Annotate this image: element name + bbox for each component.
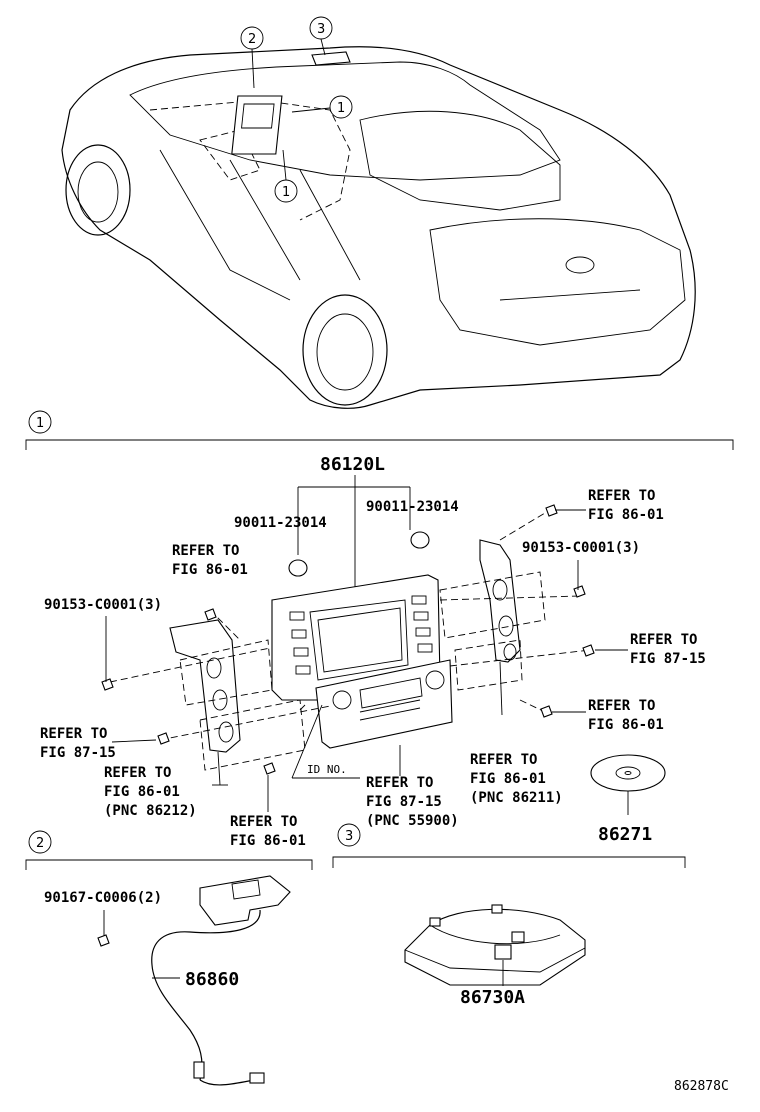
ref-left-top-line1: REFER TO <box>172 543 239 559</box>
ref-left-mid-line1: REFER TO <box>40 726 107 742</box>
disc-86271 <box>590 754 666 815</box>
diagram-id: 862878C <box>674 1079 729 1094</box>
callout-3-car: 3 <box>317 22 325 37</box>
bolt-left-label: 90153-C0001(3) <box>44 597 162 613</box>
section-2: 2 90167-C0006(2) 86860 <box>25 830 313 1086</box>
overhead-unit-86730A <box>404 904 586 986</box>
ref-right-low-line1: REFER TO <box>588 698 655 714</box>
bracket-right <box>479 539 521 716</box>
id-no-label: ID NO. <box>307 763 347 776</box>
ref-right-mid-line1: REFER TO <box>630 632 697 648</box>
callout-1-car-a: 1 <box>337 101 345 116</box>
screw-right-label: 90011-23014 <box>366 499 459 515</box>
ref-right-pnc-line3: (PNC 86211) <box>470 790 563 806</box>
section-1: 1 86120L 90011-23014 90011-23014 <box>25 410 734 849</box>
ref-right-pnc-line1: REFER TO <box>470 752 537 768</box>
bracket-left <box>169 619 241 786</box>
ref-center-line3: (PNC 55900) <box>366 813 459 829</box>
ref-left-top-line2: FIG 86-01 <box>172 562 248 578</box>
antenna-86860 <box>151 875 291 1086</box>
ref-right-low-line2: FIG 86-01 <box>588 717 664 733</box>
radio-unit-86120L <box>271 574 453 749</box>
ref-left-mid-line2: FIG 87-15 <box>40 745 116 761</box>
ref-left-low-line1: REFER TO <box>104 765 171 781</box>
callout-1-car-b: 1 <box>282 185 290 200</box>
ref-bottom-line1: REFER TO <box>230 814 297 830</box>
ref-bottom-line2: FIG 86-01 <box>230 833 306 849</box>
part-86860-label: 86860 <box>185 969 239 990</box>
ref-right-pnc-line2: FIG 86-01 <box>470 771 546 787</box>
ref-center-line1: REFER TO <box>366 775 433 791</box>
part-86271-label: 86271 <box>598 824 652 845</box>
bolt-right-label: 90153-C0001(3) <box>522 540 640 556</box>
ref-top-right-line1: REFER TO <box>588 488 655 504</box>
ref-left-low-line2: FIG 86-01 <box>104 784 180 800</box>
section-3: 3 86730A <box>332 823 686 1008</box>
section-1-number: 1 <box>36 416 44 431</box>
ref-right-mid-line2: FIG 87-15 <box>630 651 706 667</box>
part-86120L-label: 86120L <box>320 454 385 475</box>
part-86730A-label: 86730A <box>460 987 525 1008</box>
callout-2-car: 2 <box>248 32 256 47</box>
ref-top-right-line2: FIG 86-01 <box>588 507 664 523</box>
screw-left-label: 90011-23014 <box>234 515 327 531</box>
section-2-number: 2 <box>36 836 44 851</box>
ref-left-low-line3: (PNC 86212) <box>104 803 197 819</box>
bolt-90167-label: 90167-C0006(2) <box>44 890 162 906</box>
section-3-number: 3 <box>345 829 353 844</box>
car-illustration: 2 3 1 1 <box>61 16 696 409</box>
ref-center-line2: FIG 87-15 <box>366 794 442 810</box>
